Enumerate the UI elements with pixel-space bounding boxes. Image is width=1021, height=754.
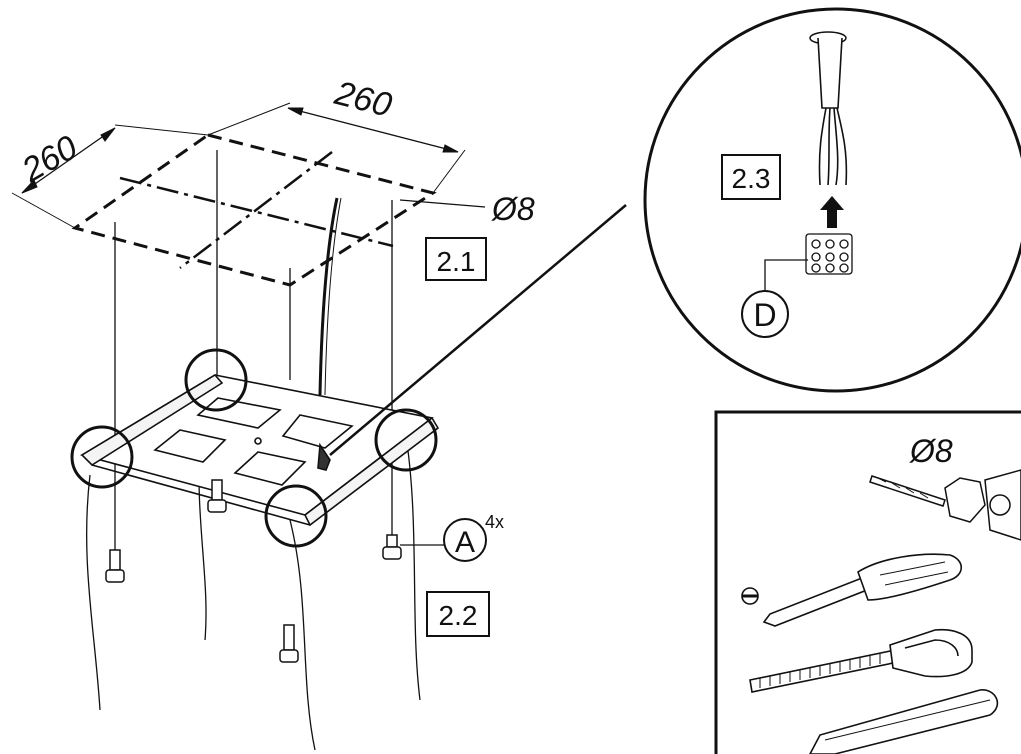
step-2-1-box: 2.1 [425,237,487,281]
mounting-plate [79,373,440,527]
drill-size-label: Ø8 [909,433,953,469]
hole-callout-leader [399,199,486,208]
dimension-line-left [21,127,116,194]
wiring-detail-circle: D 2.3 [643,7,1021,393]
flathead-screwdriver-icon [741,553,963,627]
drill-icon [869,469,1021,541]
step-2-2-label: 2.2 [439,600,478,631]
dimension-label-top: 260 [330,74,395,125]
arrow-up-icon [820,196,844,228]
detail-circles [70,348,438,548]
hole-diameter-label: Ø8 [491,191,535,227]
dimension-label-left: 260 [15,128,84,190]
tape-measure-icon [749,628,973,693]
step-2-3-label: 2.3 [732,163,771,194]
magnifier-leader [329,204,627,456]
tools-panel: Ø8 [714,410,1021,754]
screw-icon [105,479,402,663]
dimension-line-top [287,107,459,153]
step-2-2-box: 2.2 [426,591,490,637]
part-a-quantity: 4x [485,512,504,532]
part-a-label: A [455,526,475,559]
step-2-1-label: 2.1 [437,246,476,277]
part-a-callout: A 4x [400,512,504,562]
part-d-label: D [753,297,776,333]
pencil-icon [809,689,999,754]
ceiling-drilling-template [11,102,466,287]
terminal-block-icon [805,233,853,275]
